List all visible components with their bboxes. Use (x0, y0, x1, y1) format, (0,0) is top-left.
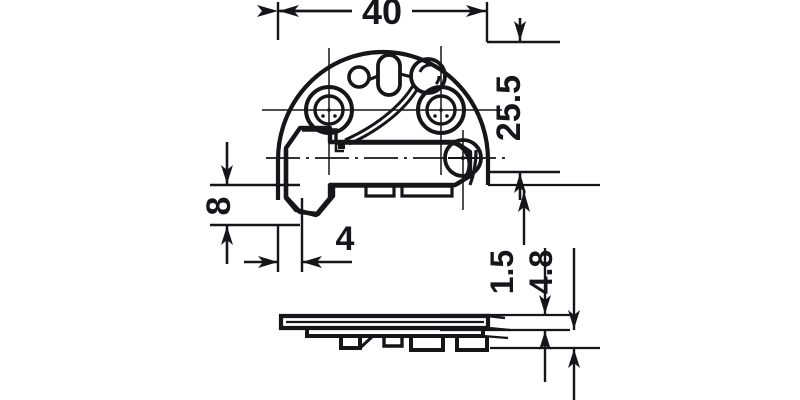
dimension-label-8: 8 (200, 197, 238, 216)
arrowhead-bottom (514, 173, 526, 193)
dimension-label-40: 40 (362, 0, 402, 32)
arrowhead-upper (221, 165, 233, 184)
hole-oblong-link (367, 74, 379, 82)
arrowhead-in-left (258, 256, 278, 268)
profile-foot-block-1 (339, 336, 362, 350)
upper-reference-arrow-right (518, 190, 530, 245)
spring-curve-inner (348, 87, 420, 146)
screw-boss-right-dot-a (433, 114, 437, 118)
hinge-plate-inner-arc-right (468, 149, 478, 186)
arm-small-step (334, 143, 344, 153)
dimension-label-25-5: 25.5 (490, 75, 528, 141)
dimension-label-4-8: 4.8 (523, 250, 559, 294)
spring-curve-outer (344, 83, 416, 142)
arrowhead-top (514, 21, 526, 41)
dimension-width-overall: 40 (257, 0, 489, 42)
screw-boss-left-dot-a (321, 114, 325, 118)
dimension-profile-total-thickness: 4.8 (488, 183, 600, 400)
arrowhead-right (466, 5, 486, 17)
dimension-label-4: 4 (336, 220, 355, 258)
dimension-label-1-5: 1.5 (484, 250, 520, 294)
profile-foot-block-4 (455, 336, 489, 352)
cam-adjuster-slot-arc (418, 63, 440, 73)
profile-foot-block-2 (382, 336, 404, 348)
screw-boss-left-dot-b (333, 114, 337, 118)
oblong-cam-link (399, 72, 413, 79)
ref-arrowhead-up (518, 191, 530, 212)
arrowhead-lower (221, 226, 233, 245)
arm-step-solid (338, 144, 345, 149)
profile-right-ramp-bottom (487, 326, 511, 332)
arm-bottom-tab-1 (364, 186, 396, 198)
arrowhead-down-1-5 (539, 295, 551, 314)
front-view-hinge (262, 46, 510, 218)
dimension-offset-horizontal: 4 (244, 198, 355, 272)
arrowhead-up-1-5 (539, 331, 551, 350)
arrowhead-up-4-8 (568, 349, 580, 368)
side-profile-view (278, 313, 511, 352)
arrowhead-down-4-8 (568, 310, 580, 329)
profile-foot-chamfer-1 (358, 334, 375, 350)
arm-bottom-tab-2 (400, 186, 454, 198)
cam-adjuster-slot-arc2 (434, 75, 441, 86)
centre-oblong-slot (376, 53, 402, 97)
profile-second-layer (305, 328, 485, 338)
hinge-arm-hook (283, 150, 336, 217)
hinge-plate-outer-arc (275, 49, 491, 163)
arrowhead-in-right (302, 256, 322, 268)
profile-foot-block-3 (409, 336, 445, 352)
profile-right-ramp-top (487, 314, 506, 320)
arm-right-round-end (451, 141, 472, 188)
small-round-hole (347, 65, 371, 89)
screw-boss-right-dot-b (445, 114, 449, 118)
